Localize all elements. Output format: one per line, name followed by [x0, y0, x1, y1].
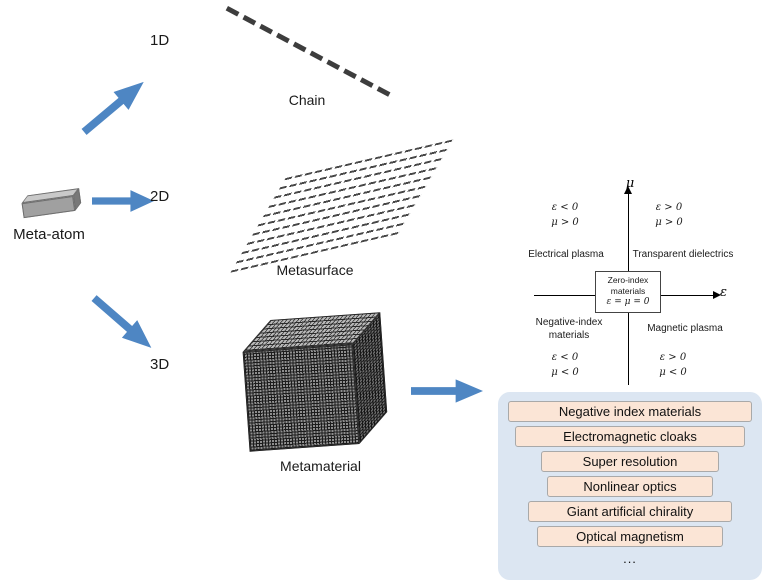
metamaterial-cube-graphic [242, 312, 388, 452]
mu-axis-label: μ [625, 176, 635, 191]
chain-dash [225, 6, 240, 17]
cond-mu: μ < 0 [659, 366, 687, 378]
chain-dash [292, 41, 307, 53]
cond-mu: μ < 0 [551, 366, 579, 378]
chain-dash [359, 77, 374, 88]
horizontal-axis-arrowhead-icon [713, 291, 721, 299]
application-item: Negative index materials [508, 401, 752, 422]
chain-dash [326, 59, 341, 71]
meta-atom-label: Meta-atom [13, 226, 85, 243]
epsilon-mu-quadrant-diagram: μ ε ε < 0 μ > 0 ε > 0 μ > 0 Electrical p… [518, 176, 738, 393]
cube-front-face [242, 344, 360, 452]
zero-box-line1: Zero-index [607, 275, 649, 285]
cond-mu: μ > 0 [655, 216, 683, 228]
chain-dash [309, 50, 324, 62]
application-item: Giant artificial chirality [528, 501, 732, 522]
cond-mu: μ > 0 [551, 216, 579, 228]
vertical-axis-arrowhead-icon [624, 186, 632, 194]
application-item: Nonlinear optics [547, 476, 713, 497]
label-chain: Chain [288, 92, 326, 108]
chain-dash [259, 23, 274, 35]
application-item: Electromagnetic cloaks [515, 426, 745, 447]
chain-dash [376, 86, 391, 97]
ellipsis-label: ... [623, 551, 637, 566]
chain-dash [343, 68, 357, 79]
chain-dash [242, 14, 257, 26]
application-item: Optical magnetism [537, 526, 723, 547]
chain-dash [275, 32, 290, 44]
arrow-to-3d-icon [91, 295, 152, 348]
label-metamaterial: Metamaterial [280, 458, 361, 474]
magnetic-plasma-label: Magnetic plasma [647, 323, 723, 334]
applications-panel: Negative index materials Electromagnetic… [498, 392, 762, 580]
chain-dashes-graphic [225, 6, 396, 100]
arrow-to-2d-icon [92, 190, 154, 212]
meta-atom-icon [21, 188, 84, 220]
top-right-conditions: ε > 0 μ > 0 [646, 201, 692, 230]
cond-epsilon: ε > 0 [659, 352, 687, 363]
zero-index-materials-box: Zero-index materials ε = μ = 0 [595, 271, 661, 313]
label-1d: 1D [150, 32, 170, 49]
arrow-to-applications-icon [411, 379, 483, 403]
bottom-left-conditions: ε < 0 μ < 0 [542, 351, 588, 380]
cond-epsilon: ε > 0 [655, 202, 683, 213]
epsilon-axis-label: ε [720, 285, 727, 300]
cond-epsilon: ε < 0 [551, 352, 579, 363]
arrow-to-1d-icon [81, 81, 144, 135]
metasurface-graphic [230, 139, 454, 273]
negative-index-materials-label: Negative-index materials [535, 317, 603, 341]
transparent-dielectrics-label: Transparent dielectrics [632, 249, 734, 260]
application-item: Super resolution [541, 451, 719, 472]
label-3d: 3D [150, 356, 170, 373]
top-left-conditions: ε < 0 μ > 0 [542, 201, 588, 230]
label-metasurface: Metasurface [276, 262, 354, 278]
electrical-plasma-label: Electrical plasma [528, 249, 604, 260]
zero-box-equation: ε = μ = 0 [606, 297, 650, 308]
cond-epsilon: ε < 0 [551, 202, 579, 213]
zero-box-line2: materials [610, 286, 646, 297]
label-2d: 2D [150, 188, 170, 205]
bottom-right-conditions: ε > 0 μ < 0 [650, 351, 696, 380]
